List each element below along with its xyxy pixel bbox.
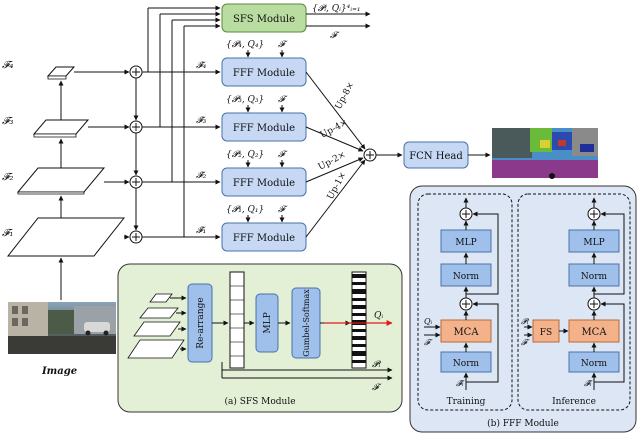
fff-detail-panel [409,185,637,433]
fff-input-2-f: 𝓕 [278,150,288,160]
inference-mca-label: MCA [581,327,607,338]
feature-map-f2 [16,167,106,193]
inference-norm-label-bottom: Norm [581,359,608,369]
segmentation-output [492,128,598,179]
top-down-path [74,5,221,240]
feature-map-f3 [32,119,90,135]
label-fhat-1: 𝓕̂₁ [196,226,206,236]
sfs-mlp-label: MLP [263,312,273,333]
label-up-8: Up-8× [334,81,357,112]
caption-a: (a) SFS Module [224,396,295,407]
training-qi-label: Qᵢ [424,317,433,326]
training-norm-label-top: Norm [453,272,480,282]
training-caption: Training [447,397,486,407]
fff-input-1: {𝓟₁, Q₁} [226,205,264,215]
label-fhat-4: 𝓕̂₄ [196,61,207,71]
feature-pyramid [6,66,126,300]
training-dashed-box [417,193,513,411]
sfs-qi-label: Qᵢ [374,311,383,321]
plus-nodes [129,65,143,244]
token-column [229,271,245,369]
gumbel-softmax-label: Gumbel-Softmax [302,289,311,357]
sfs-input-features [127,293,185,359]
upsample-arrows [305,71,366,238]
label-f4: 𝓕₄ [2,60,13,71]
fff-input-4-f: 𝓕 [278,40,288,50]
binary-mask-column [351,271,367,369]
label-f2: 𝓕₂ [2,172,13,183]
label-up-4: Up-4× [319,118,350,141]
sfs-pi-label: 𝓟ᵢ [372,360,381,370]
fff-input-1-f: 𝓕 [278,205,288,215]
input-image [8,302,116,354]
inference-norm-label-top: Norm [581,272,608,282]
training-f-label: 𝓕 [424,338,433,347]
label-up-2: Up-2× [317,150,348,173]
label-f1: 𝓕₁ [2,228,13,239]
fff-module-4-label: FFF Module [233,68,295,79]
fcn-head-label: FCN Head [409,151,463,162]
sfs-module-box [221,3,307,33]
label-f3: 𝓕₃ [2,116,13,127]
label-fhat-2: 𝓕̂₂ [196,171,207,181]
training-branch [424,197,499,390]
sfs-output-f: 𝓕 [330,31,340,41]
inference-branch [524,197,625,390]
training-norm-label-bottom: Norm [453,359,480,369]
label-image: Image [41,366,77,377]
sfs-module-label: SFS Module [233,14,295,25]
training-fhat-label: 𝓕̂ᵢ [456,379,465,388]
fff-input-3: {𝓟₃, Q₃} [226,95,264,105]
sfs-output-set: {𝓟ᵢ, Qᵢ}⁴ᵢ₌₁ [312,4,360,14]
fff-input-2: {𝓟₂, Q₂} [226,150,264,160]
label-fhat-3: 𝓕̂₃ [196,116,207,126]
fff-modules [221,57,307,252]
inference-mlp-label: MLP [583,238,604,248]
inference-fs-label: FS [540,328,552,338]
training-mca-label: MCA [453,327,479,338]
fff-module-1-label: FFF Module [233,233,295,244]
feature-map-f4 [46,66,76,77]
inference-caption: Inference [552,397,596,407]
fff-module-3-label: FFF Module [233,123,295,134]
inference-f-label: 𝓕 [521,338,530,347]
rearrange-label: Re-arrange [196,297,206,348]
sfs-f-label: 𝓕 [372,383,382,393]
inference-fhat-label: 𝓕̂ᵢ [584,379,593,388]
fff-module-2-label: FFF Module [233,178,295,189]
caption-b: (b) FFF Module [487,418,559,429]
fff-input-3-f: 𝓕 [278,95,288,105]
feature-map-f1 [6,217,126,257]
inference-dashed-box [517,193,631,411]
fff-input-4: {𝓟₄, Q₄} [226,40,264,50]
training-mlp-label: MLP [455,238,476,248]
inference-pi-label: 𝓟ᵢ [521,317,529,326]
